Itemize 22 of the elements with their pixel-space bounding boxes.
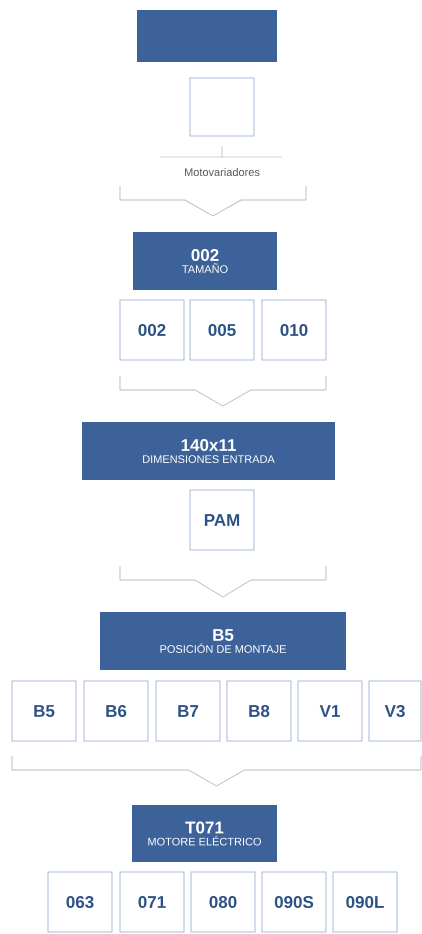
option-box: B8 <box>226 680 292 742</box>
option-box: 002 <box>120 300 184 360</box>
title-band: 002 TAMAÑO <box>133 232 277 290</box>
option-box: 063 <box>48 872 112 932</box>
option-box: 080 <box>190 872 256 932</box>
title-band: 140x11 DIMENSIONES ENTRADA <box>82 422 335 480</box>
option-box: B6 <box>84 680 148 742</box>
title-band: B5 POSICIÓN DE MONTAJE <box>100 612 346 670</box>
option-box: 071 <box>120 872 184 932</box>
option-box: V1 <box>298 680 362 742</box>
category-label: Motovariadores <box>185 168 260 176</box>
empty-box <box>190 78 254 136</box>
option-box: V3 <box>368 680 422 742</box>
option-box: 090L <box>332 872 398 932</box>
title-band: T071 MOTORE ELÉCTRICO <box>132 805 277 862</box>
option-box: B5 <box>12 680 76 742</box>
option-box: 090S <box>262 872 326 932</box>
option-box: B7 <box>156 680 220 742</box>
option-box: PAM <box>190 490 254 550</box>
option-box: 010 <box>262 300 326 360</box>
title-band <box>137 10 277 62</box>
option-box: 005 <box>190 300 254 360</box>
